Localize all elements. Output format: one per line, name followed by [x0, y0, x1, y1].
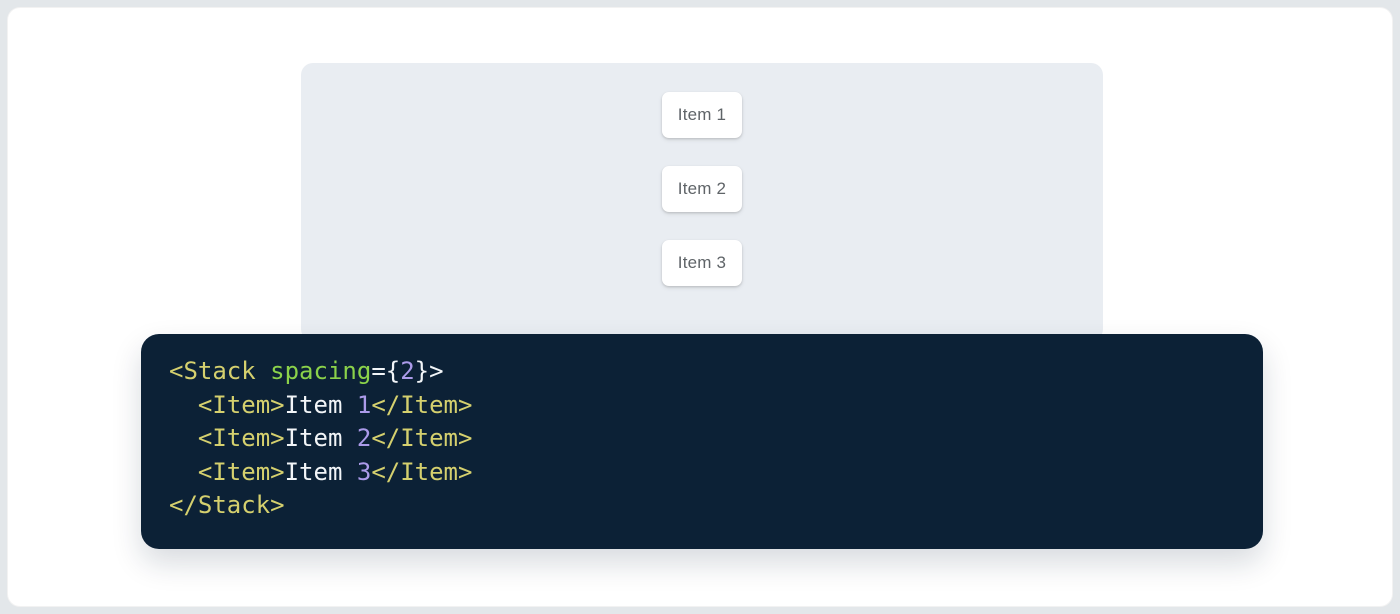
code-token-plain: [256, 357, 270, 385]
code-token-num: 2: [356, 424, 372, 453]
code-token-tag: <Item>: [197, 390, 285, 419]
code-token-punct: }>: [414, 357, 444, 385]
code-line: <Item>Item 3</Item>: [169, 456, 1235, 490]
code-token-tag: <Item>: [197, 424, 285, 453]
code-line: <Stack spacing={2}>: [169, 355, 1235, 389]
code-line: <Item>Item 2</Item>: [169, 422, 1235, 456]
code-token-tag: </Item>: [371, 390, 473, 419]
code-token-plain: [169, 424, 198, 452]
code-token-plain: Item: [284, 424, 357, 453]
code-token-attr: spacing: [270, 357, 372, 385]
code-token-plain: Item: [284, 390, 357, 419]
code-token-tag: <Item>: [197, 457, 285, 486]
code-token-num: 1: [356, 390, 372, 419]
code-token-plain: Item: [284, 457, 357, 486]
code-token-tag: </Item>: [371, 424, 473, 453]
stack-item-card: Item 3: [662, 240, 742, 286]
stack-item-card: Item 1: [662, 92, 742, 138]
code-token-punct: ={: [371, 357, 401, 385]
code-snippet-block: <Stack spacing={2}> <Item>Item 1</Item> …: [141, 334, 1263, 549]
code-token-plain: [169, 391, 198, 419]
code-line: <Item>Item 1</Item>: [169, 389, 1235, 423]
code-content: <Stack spacing={2}> <Item>Item 1</Item> …: [169, 355, 1235, 523]
code-token-tag: </Item>: [371, 457, 473, 486]
stack-item-card: Item 2: [662, 166, 742, 212]
code-token-tag: </Stack>: [169, 491, 285, 520]
stack-demo-panel: Item 1 Item 2 Item 3: [301, 63, 1103, 341]
stack-item-label: Item 2: [677, 179, 727, 198]
code-token-tag: <Stack: [169, 357, 256, 385]
stack-item-label: Item 1: [677, 105, 727, 124]
stack-item-label: Item 3: [677, 253, 727, 272]
code-token-num: 2: [400, 357, 415, 385]
code-token-plain: [169, 458, 198, 486]
code-line: </Stack>: [169, 489, 1235, 523]
code-token-num: 3: [356, 457, 372, 486]
